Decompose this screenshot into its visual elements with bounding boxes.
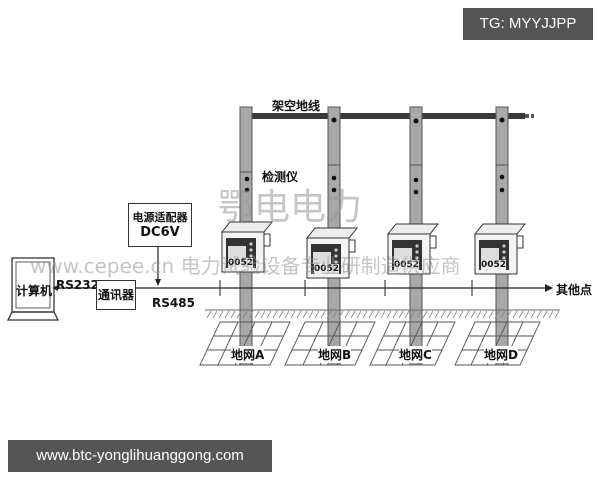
ground-grid-d-label: 地网D — [484, 346, 518, 363]
company-watermark: 鄂电电力 — [218, 187, 363, 228]
ground-grid-b-label: 地网B — [318, 346, 352, 363]
meter-a-reading: 0052 — [228, 258, 254, 268]
overhead-wire — [245, 113, 525, 119]
computer-label: 计算机 — [16, 284, 53, 298]
rs485-label: RS485 — [152, 296, 195, 310]
meter-c-reading: 0052 — [394, 260, 420, 270]
meter-b-reading: 0052 — [314, 264, 340, 274]
communicator-box: 通讯器 — [96, 280, 136, 310]
power-adapter-title: 电源适配器 — [132, 211, 188, 224]
laptop-icon — [6, 257, 60, 321]
ground-grid-a-label: 地网A — [231, 346, 265, 363]
meter-d-reading: 0052 — [481, 260, 507, 270]
rs232-label: RS232 — [56, 278, 99, 292]
power-adapter-box: 电源适配器 DC6V — [128, 203, 192, 247]
detector-label: 检测仪 — [262, 170, 299, 184]
other-points-label: 其他点 — [556, 283, 593, 297]
overhead-ground-wire-label: 架空地线 — [272, 99, 321, 113]
tg-badge: TG: MYYJJPP — [463, 8, 593, 40]
poles — [239, 106, 509, 366]
website-url-badge[interactable]: www.btc-yonglihuanggong.com — [8, 440, 272, 472]
site-watermark: www.cepee.cn 电力试验设备专业研制造供应商 — [30, 254, 461, 278]
bolts — [244, 117, 505, 195]
power-adapter-voltage: DC6V — [140, 225, 180, 240]
ground-grid-c-label: 地网C — [399, 346, 432, 363]
clamp-meter-icon — [386, 223, 440, 275]
